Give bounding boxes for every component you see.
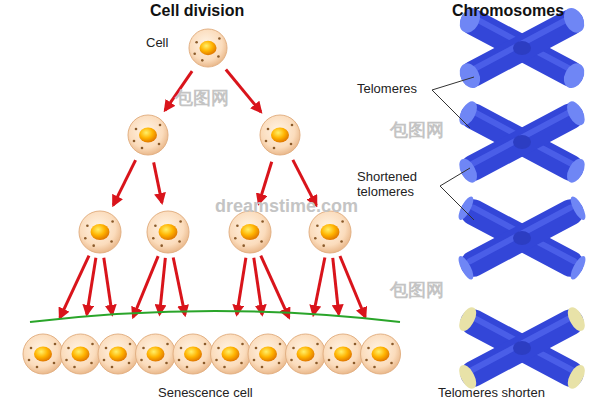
watermark: dreamstime.com xyxy=(215,196,358,217)
cell xyxy=(189,29,227,67)
cell xyxy=(98,334,138,374)
division-arrow xyxy=(173,257,185,314)
cell xyxy=(79,211,121,253)
cell xyxy=(260,115,300,155)
division-arrow xyxy=(340,256,365,317)
division-arrow xyxy=(226,70,261,112)
cell xyxy=(61,334,101,374)
division-arrow xyxy=(254,258,262,315)
cell xyxy=(147,211,189,253)
division-arrow xyxy=(313,257,325,314)
telomere-label: Shortened telomeres xyxy=(357,170,439,200)
cell xyxy=(211,334,251,374)
caption-label: Telomeres shorten xyxy=(438,386,545,401)
division-arrow xyxy=(104,258,112,315)
senescence-line xyxy=(30,311,400,322)
cell xyxy=(286,334,326,374)
caption-label: Senescence cell xyxy=(158,386,253,401)
chromosome xyxy=(456,99,588,186)
telomere-label: Telomeres xyxy=(357,82,417,97)
cell xyxy=(361,334,401,374)
cell xyxy=(248,334,288,374)
division-arrow xyxy=(160,258,166,314)
cell-label: Cell xyxy=(146,36,168,51)
division-arrow xyxy=(113,160,135,205)
cell xyxy=(309,211,351,253)
column-heading: Chromosomes xyxy=(452,2,564,20)
division-arrow xyxy=(87,258,96,315)
division-arrow xyxy=(261,256,289,318)
chromosome xyxy=(456,305,588,392)
watermark: 包图网 xyxy=(175,88,229,109)
watermark: 包图网 xyxy=(390,120,444,141)
cell xyxy=(23,334,63,374)
leader-lines xyxy=(432,77,474,220)
column-heading: Cell division xyxy=(150,2,244,20)
division-arrow xyxy=(333,258,339,314)
cell xyxy=(323,334,363,374)
cell xyxy=(173,334,213,374)
watermark: 包图网 xyxy=(390,280,444,301)
cell xyxy=(229,211,271,253)
division-arrow xyxy=(237,258,246,315)
chromosome xyxy=(456,195,588,282)
cell xyxy=(128,115,168,155)
cell xyxy=(136,334,176,374)
division-arrow xyxy=(60,256,89,318)
division-arrow xyxy=(154,162,162,202)
division-arrow xyxy=(133,256,158,317)
